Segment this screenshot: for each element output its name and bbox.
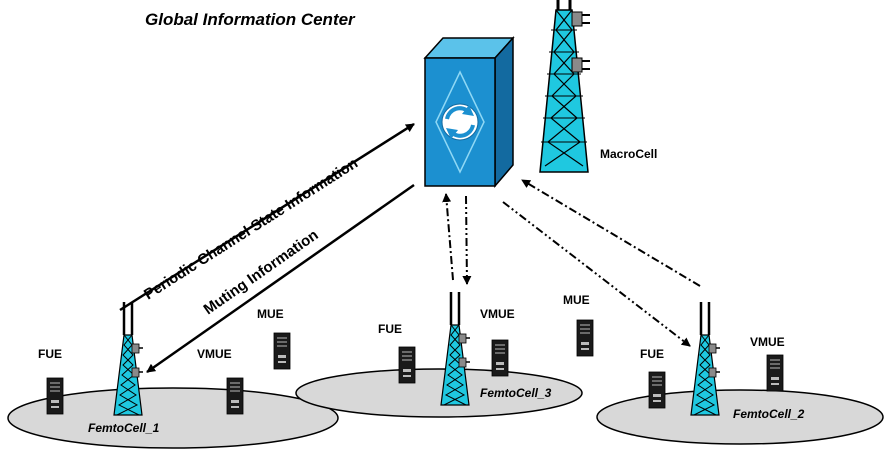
macrocell-tower-icon [539,0,590,173]
fue-label: FUE [378,322,402,336]
femtocell-1-tower-icon [112,300,145,417]
vmue-device-icon [491,339,509,377]
femtocell-1-coverage [7,387,339,449]
periodic-csi-arrow [119,122,415,312]
femtocell-2-label: FemtoCell_2 [733,407,805,421]
fue-device-icon [398,346,416,384]
macrocell-label: MacroCell [600,147,657,161]
vmue-device-icon [226,377,244,415]
femtocell-1-label: FemtoCell_1 [88,421,160,435]
diagram-title: Global Information Center [145,10,356,29]
femtocell-3-tower-icon [439,290,472,407]
muting-arrow [146,183,415,374]
fue-label: FUE [640,347,664,361]
cell2-uplink-arrow [521,179,701,287]
vmue-label: VMUE [750,335,785,349]
fue-device-icon [648,371,666,409]
vmue-label: VMUE [197,347,232,361]
femtocell-3-coverage [295,368,583,418]
cell2-downlink-arrow [502,201,691,347]
mue-device-icon [273,332,291,370]
mue-label: MUE [563,293,590,307]
vmue-device-icon [766,354,784,392]
fue-label: FUE [38,347,62,361]
mue-device-icon [576,319,594,357]
cell3-downlink-arrow [462,195,472,285]
server-icon [423,36,515,189]
femtocell-2-tower-icon [689,300,722,417]
femtocell-3-label: FemtoCell_3 [480,386,552,400]
cell3-uplink-arrow [442,193,454,281]
fue-device-icon [46,377,64,415]
mue-label: MUE [257,307,284,321]
femtocell-2-coverage [596,389,884,445]
vmue-label: VMUE [480,307,515,321]
